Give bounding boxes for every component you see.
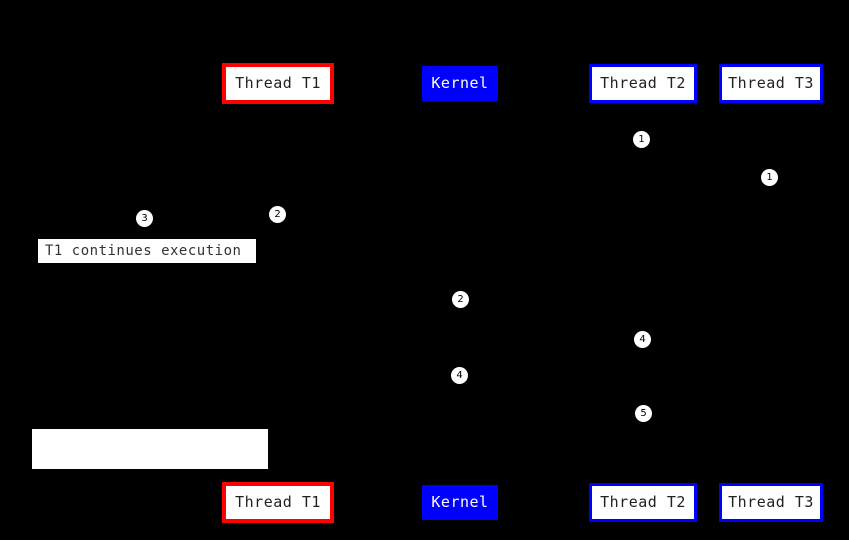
step-badge-number: 1 bbox=[638, 133, 645, 145]
step-badge-3-t1: 3 bbox=[136, 210, 153, 227]
participant-label: Thread T2 bbox=[600, 493, 686, 511]
participant-label: Thread T3 bbox=[728, 493, 814, 511]
step-badge-number: 4 bbox=[639, 333, 646, 345]
participant-thread-t3-top[interactable]: Thread T3 bbox=[719, 64, 823, 103]
participant-label: Thread T3 bbox=[728, 74, 814, 92]
message-arrow-1 bbox=[460, 139, 643, 140]
participant-thread-t3-bottom[interactable]: Thread T3 bbox=[719, 483, 823, 522]
lifeline-nub-thread-t1 bbox=[277, 103, 280, 107]
step-badge-2-kernel: 2 bbox=[452, 291, 469, 308]
participant-label: Thread T1 bbox=[235, 74, 321, 92]
step-badge-number: 5 bbox=[640, 407, 647, 419]
participant-kernel-top[interactable]: Kernel bbox=[422, 66, 498, 101]
step-badge-4-t2: 4 bbox=[634, 331, 651, 348]
message-arrow-2 bbox=[460, 177, 771, 178]
step-badge-number: 1 bbox=[766, 171, 773, 183]
participant-thread-t2-top[interactable]: Thread T2 bbox=[589, 64, 697, 103]
message-arrow-3 bbox=[278, 214, 460, 215]
lifeline-nub-thread-t3 bbox=[770, 102, 773, 106]
participant-thread-t1-bottom[interactable]: Thread T1 bbox=[222, 482, 334, 523]
step-badge-2-t1: 2 bbox=[269, 206, 286, 223]
note-text: T1 continues execution bbox=[45, 243, 242, 259]
lifeline-thread-t2 bbox=[643, 103, 644, 483]
blank-note-panel bbox=[32, 429, 268, 469]
step-badge-5-t2: 5 bbox=[635, 405, 652, 422]
participant-thread-t1-top[interactable]: Thread T1 bbox=[222, 63, 334, 104]
step-badge-number: 2 bbox=[274, 208, 281, 220]
participant-label: Kernel bbox=[431, 493, 489, 511]
step-badge-number: 3 bbox=[141, 212, 148, 224]
step-badge-number: 4 bbox=[456, 369, 463, 381]
lifeline-thread-t1 bbox=[278, 104, 279, 482]
step-badge-number: 2 bbox=[457, 293, 464, 305]
lifeline-nub-thread-t1-bottom bbox=[277, 478, 280, 482]
message-arrow-4 bbox=[278, 299, 460, 300]
participant-label: Thread T1 bbox=[235, 493, 321, 511]
message-arrow-5 bbox=[460, 339, 643, 340]
participant-kernel-bottom[interactable]: Kernel bbox=[422, 485, 498, 520]
participant-label: Kernel bbox=[431, 74, 489, 92]
lifeline-thread-t3 bbox=[771, 103, 772, 483]
step-badge-1-t2: 1 bbox=[633, 131, 650, 148]
lifeline-nub-thread-t3-bottom bbox=[770, 479, 773, 483]
participant-label: Thread T2 bbox=[600, 74, 686, 92]
participant-thread-t2-bottom[interactable]: Thread T2 bbox=[589, 483, 697, 522]
lifeline-nub-thread-t2-bottom bbox=[642, 479, 645, 483]
step-badge-4-kernel: 4 bbox=[451, 367, 468, 384]
step-badge-1-t3: 1 bbox=[761, 169, 778, 186]
note-t1-continues-execution: T1 continues execution bbox=[37, 238, 257, 264]
message-arrow-6 bbox=[278, 375, 460, 376]
lifeline-nub-thread-t2 bbox=[642, 102, 645, 106]
message-arrow-7 bbox=[460, 413, 643, 414]
